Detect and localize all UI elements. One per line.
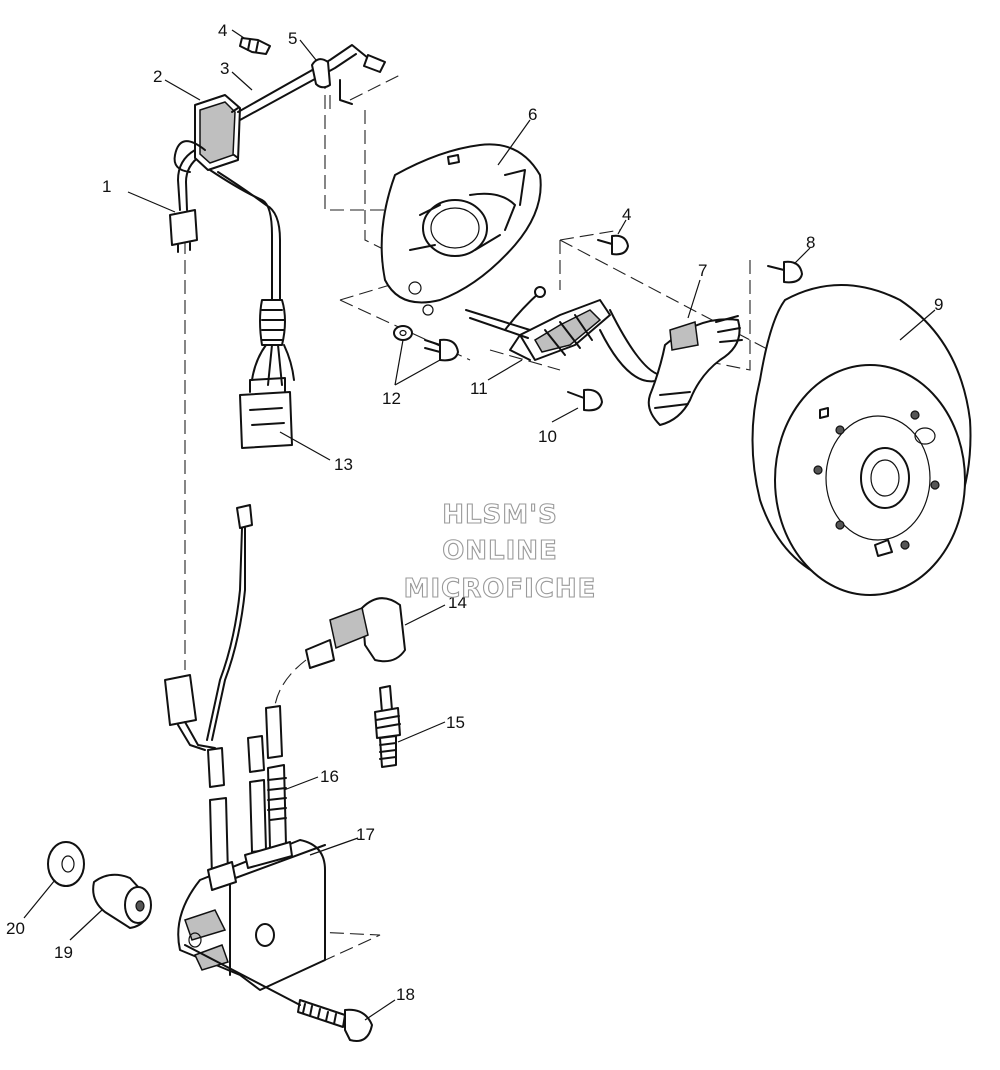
wire-part-3 (237, 44, 386, 121)
lower-harness (164, 504, 253, 788)
callout-4-right: 4 (622, 205, 631, 224)
screw-part-4-right (597, 234, 629, 256)
callout-7: 7 (698, 261, 707, 280)
callout-labels: 1 2 3 4 5 6 4 8 7 9 12 11 10 13 14 15 16… (6, 21, 943, 1004)
callout-8: 8 (806, 233, 815, 252)
callout-1: 1 (102, 177, 111, 196)
callout-12: 12 (382, 389, 401, 408)
callout-18: 18 (396, 985, 415, 1004)
harness-connector-part-13 (239, 299, 295, 449)
callout-17: 17 (356, 825, 375, 844)
watermark-line-3: MICROFICHE (404, 574, 597, 604)
callout-20: 20 (6, 919, 25, 938)
bolt-part-18 (184, 944, 373, 1042)
callout-10: 10 (538, 427, 557, 446)
screw-part-10 (567, 388, 603, 412)
callout-13: 13 (334, 455, 353, 474)
callout-5: 5 (288, 29, 297, 48)
connector-part-1 (169, 149, 201, 253)
callout-6: 6 (528, 105, 537, 124)
callout-4-top: 4 (218, 21, 227, 40)
screw-part-4-top (239, 37, 271, 55)
callout-15: 15 (446, 713, 465, 732)
flywheel-part-9 (751, 284, 972, 596)
washer-part-20 (47, 841, 85, 887)
watermark: HLSM'S ONLINE MICROFICHE (403, 499, 597, 604)
leader-lines (23, 29, 936, 1021)
callout-16: 16 (320, 767, 339, 786)
callout-19: 19 (54, 943, 73, 962)
callout-14: 14 (448, 593, 467, 612)
washer-screw-part-12 (393, 325, 459, 362)
screw-part-8 (767, 260, 803, 284)
regulator-part-2 (173, 94, 281, 301)
watermark-line-1: HLSM'S (442, 500, 558, 530)
clamp-part-5 (311, 58, 353, 105)
callout-3: 3 (220, 59, 229, 78)
plug-cap-part-14 (274, 597, 406, 706)
pulser-coil-part-7 (647, 315, 743, 426)
ht-leads-part-16 (209, 705, 287, 878)
stator-coil-part-11 (465, 286, 661, 383)
callout-2: 2 (153, 67, 162, 86)
watermark-line-2: ONLINE (442, 536, 558, 566)
callout-9: 9 (934, 295, 943, 314)
spark-plug-part-15 (374, 685, 401, 768)
callout-11: 11 (470, 379, 488, 398)
grommet-part-19 (92, 873, 152, 929)
stator-plate-part-6 (380, 143, 542, 316)
ignition-coil-part-17 (177, 839, 326, 991)
